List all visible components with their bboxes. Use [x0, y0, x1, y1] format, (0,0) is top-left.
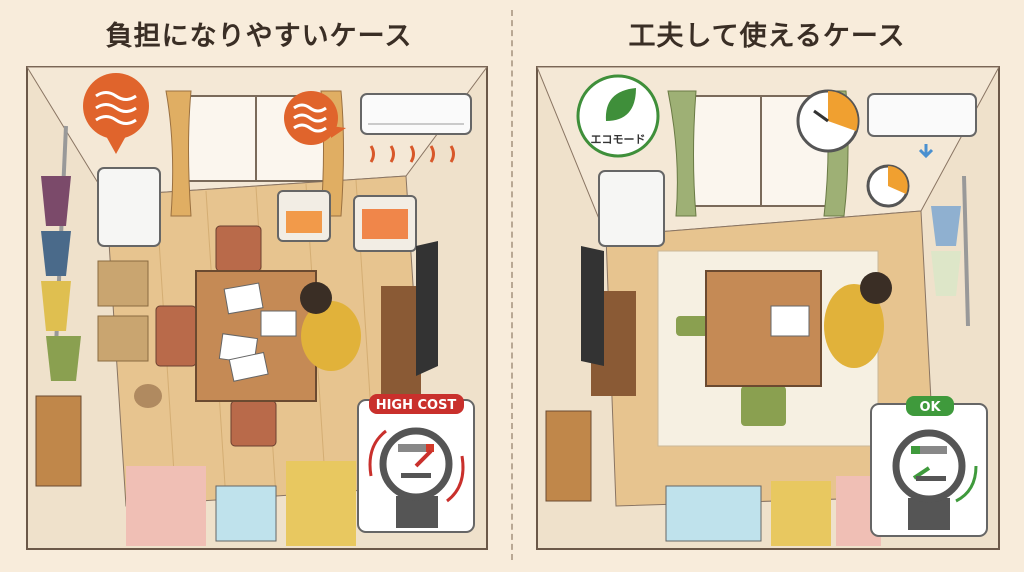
person: [300, 282, 361, 371]
ok-badge: [906, 396, 954, 416]
electricity-meter-high: HIGH COST: [357, 394, 475, 533]
ok-label: OK: [919, 400, 941, 415]
room-illustration-eco: エコモード OK: [536, 66, 1000, 550]
panel-divider: [511, 10, 513, 560]
left-panel-title: 負担になりやすいケース: [105, 21, 413, 52]
right-panel-title: 工夫して使えるケース: [628, 21, 906, 52]
high-cost-label: HIGH COST: [376, 398, 457, 413]
entrance: [126, 461, 356, 546]
entrance: [665, 476, 881, 546]
laundry-basket: [97, 260, 149, 307]
tv: [381, 241, 438, 396]
high-cost-badge: [369, 394, 464, 414]
dining-table: [155, 225, 317, 447]
laundry-basket: [97, 315, 149, 362]
door: [35, 395, 82, 487]
air-conditioner: [867, 93, 977, 159]
clothes-rack: [931, 175, 970, 327]
eco-mode-label: エコモード: [591, 133, 646, 146]
cat: [134, 384, 162, 408]
relaxing-person: [824, 272, 892, 368]
dehumidifier: [97, 167, 161, 247]
door: [545, 410, 592, 502]
air-conditioner: [360, 93, 472, 163]
clothes-rack: [41, 125, 81, 381]
eco-mode-badge: エコモード: [576, 74, 660, 158]
low-table: [676, 270, 822, 426]
tv: [581, 246, 636, 396]
leaf-icon: [605, 88, 636, 121]
heat-bubble-icon: [83, 73, 149, 154]
electricity-meter-low: OK: [870, 396, 988, 537]
heater: [277, 190, 417, 252]
timer-icon: [796, 89, 910, 208]
heat-bubble-icon: [284, 91, 346, 145]
dehumidifier: [598, 170, 665, 247]
room-illustration-high-cost: HIGH COST: [26, 66, 488, 550]
